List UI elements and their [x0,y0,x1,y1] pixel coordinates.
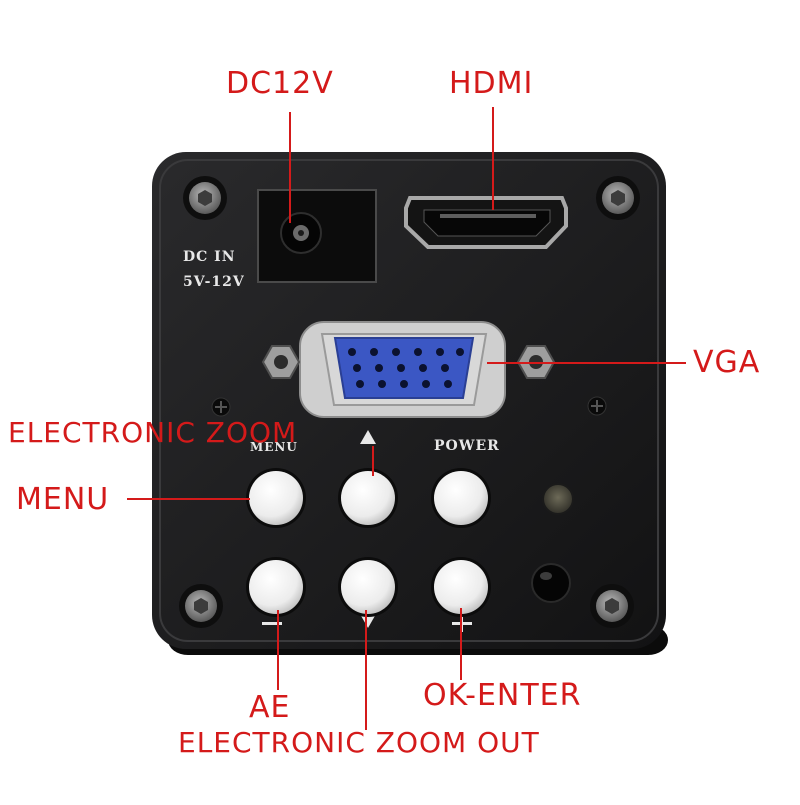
panel-label-dc-in: DC IN [183,249,236,265]
callout-electronic-zoom: ELECTRONIC ZOOM [8,416,298,449]
menu-button[interactable] [246,468,306,528]
panel-label-power: POWER [434,438,500,454]
phillips-screw-right [587,396,607,416]
corner-screw-bottom-right [590,584,634,628]
ir-receiver [531,563,571,603]
panel-label-menu: MENU [250,440,298,454]
minus-mark [262,622,282,625]
callout-vga: VGA [693,345,761,380]
zoom-out-button[interactable] [338,557,398,617]
panel-label-voltage: 5V-12V [183,274,245,290]
power-button[interactable] [431,468,491,528]
ok-enter-button[interactable] [431,557,491,617]
callout-leader-lines [127,107,686,730]
callout-electronic-zoom-out: ELECTRONIC ZOOM OUT [178,726,540,759]
vga-standoff-left [261,345,301,379]
callout-ae: AE [249,690,291,725]
corner-screw-top-left [183,176,227,220]
up-arrow-icon [360,430,376,444]
callout-menu: MENU [16,482,110,517]
phillips-screw-left [211,397,231,417]
ae-button[interactable] [246,557,306,617]
down-arrow-icon [360,614,376,628]
hdmi-port [404,196,568,249]
housing-edge [159,159,659,642]
zoom-in-button[interactable] [338,468,398,528]
callout-hdmi: HDMI [449,66,534,101]
status-led [542,483,574,515]
corner-screw-bottom-left [179,584,223,628]
callout-ok-enter: OK-ENTER [423,678,582,713]
corner-screw-top-right [596,176,640,220]
vga-port [299,321,506,418]
dc-power-jack [257,189,377,283]
callout-dc12v: DC12V [226,66,334,101]
